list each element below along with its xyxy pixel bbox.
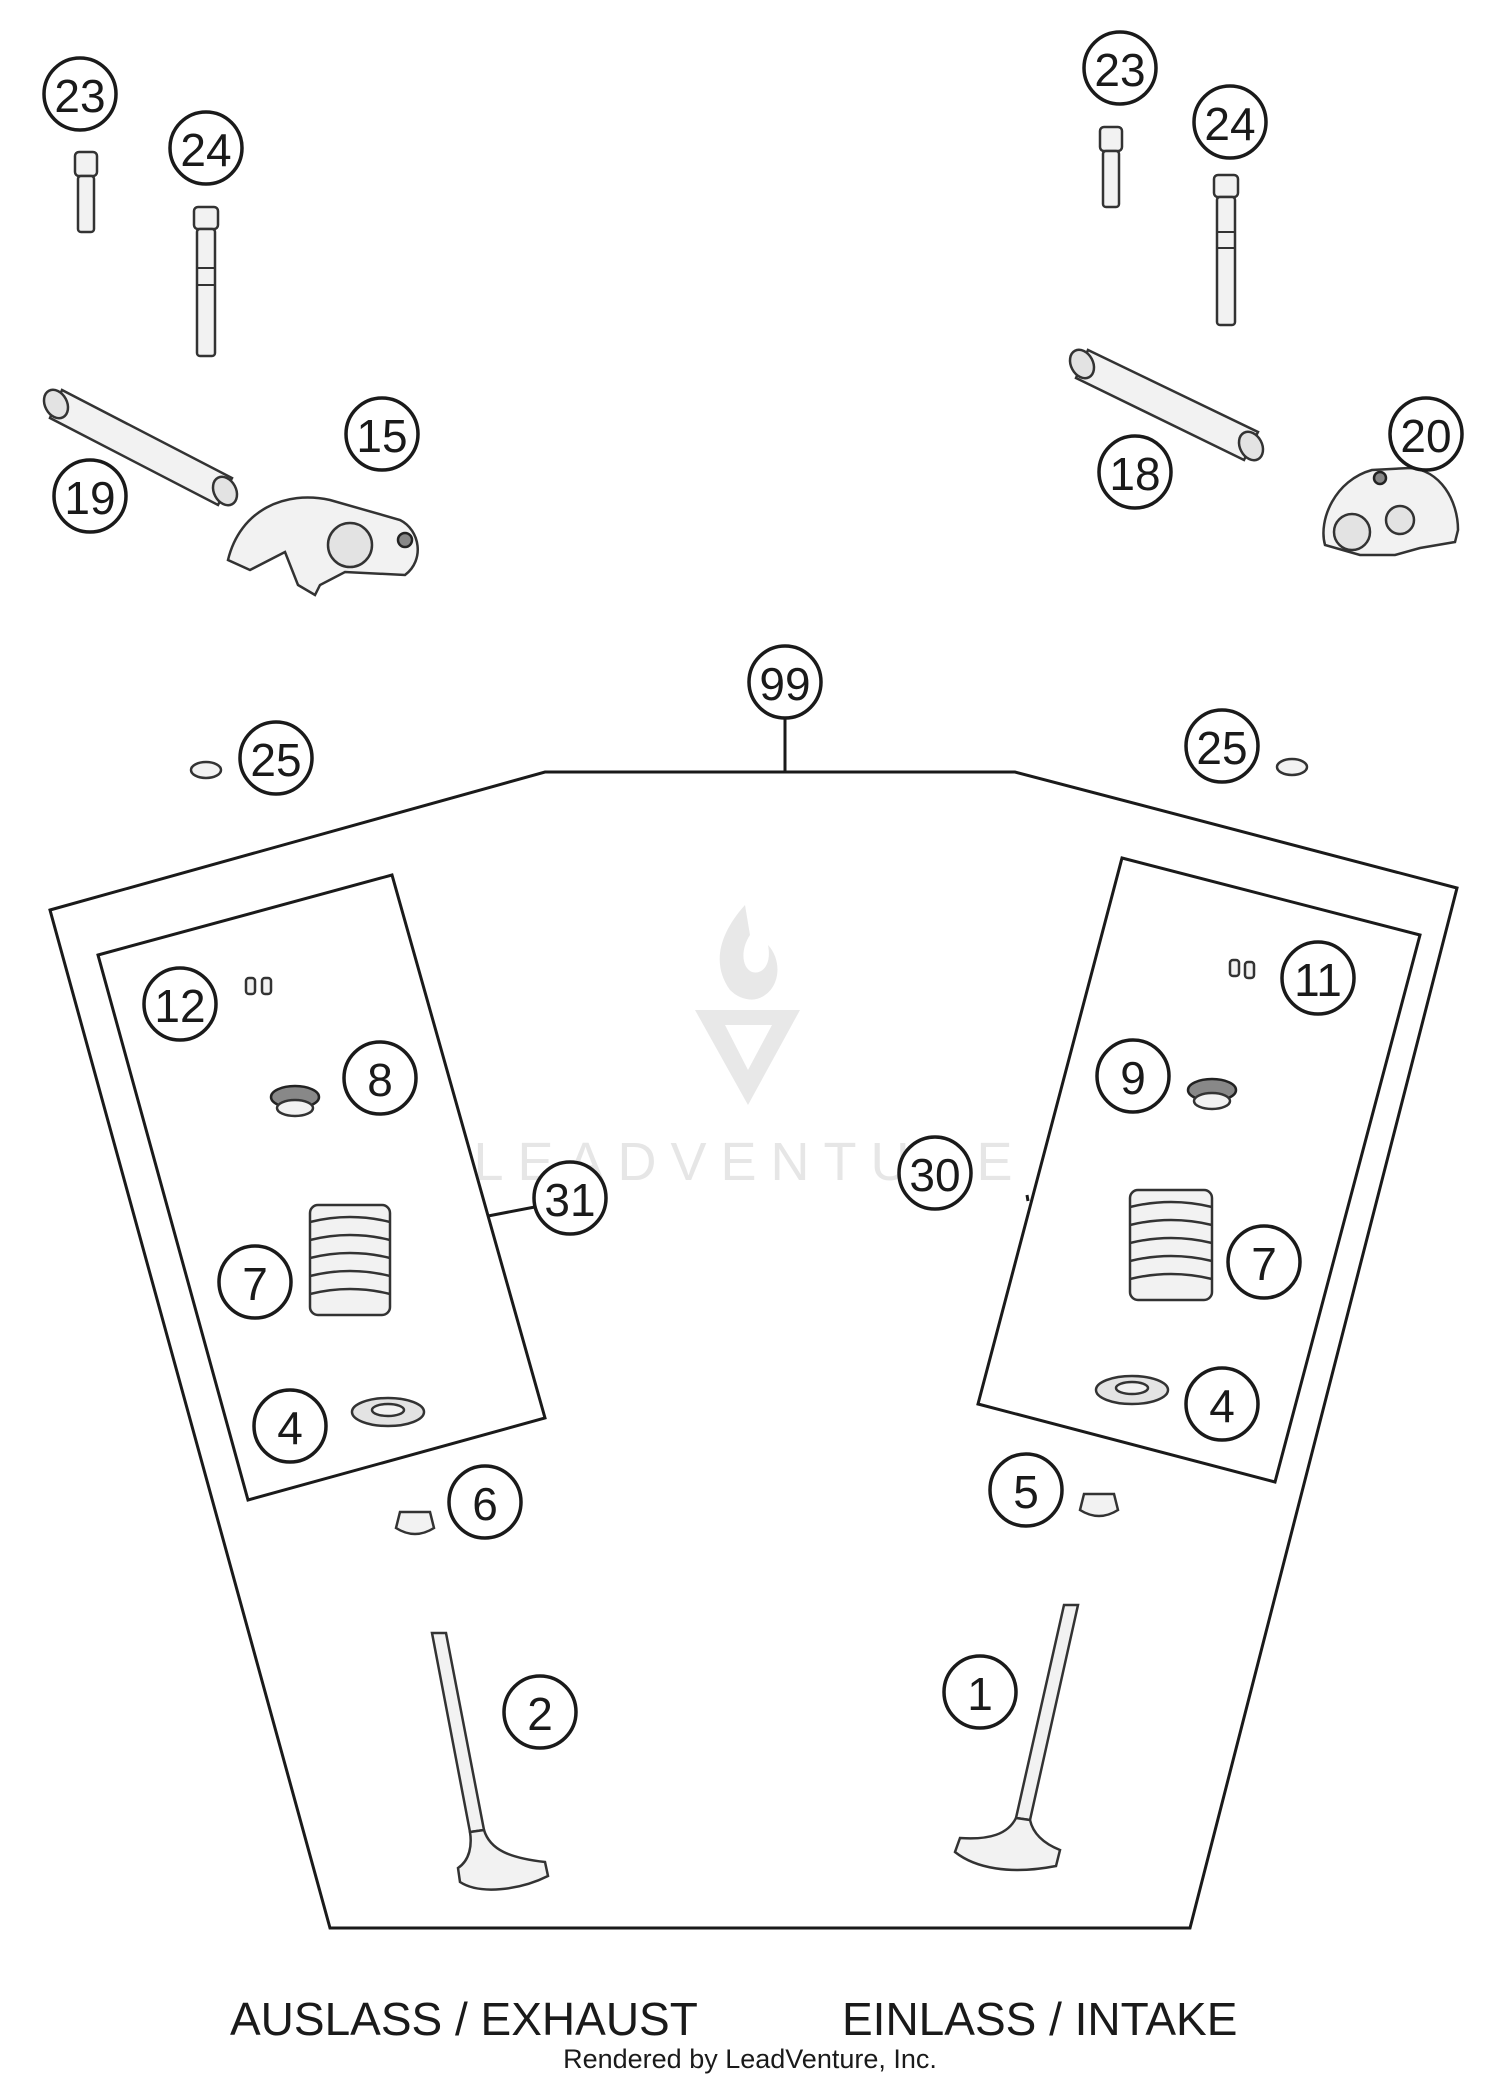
callout-label: 18	[1109, 448, 1160, 500]
callout-20: 20	[1388, 396, 1464, 472]
intake-valve-1	[953, 1603, 1080, 1872]
callout-label: 1	[967, 1668, 993, 1720]
valve-spring-7-right	[1128, 1188, 1214, 1302]
spring-seat-4-left	[350, 1396, 426, 1428]
callout-1: 1	[942, 1654, 1018, 1730]
callout-label: 23	[54, 70, 105, 122]
callout-label: 99	[759, 658, 810, 710]
callout-23-left: 23	[42, 56, 118, 132]
valve-keys-11	[1228, 958, 1256, 980]
callout-label: 24	[180, 124, 231, 176]
callout-label: 31	[544, 1174, 595, 1226]
callout-label: 11	[1294, 954, 1342, 1006]
callout-6: 6	[447, 1464, 523, 1540]
callout-12: 12	[142, 966, 218, 1042]
caption-exhaust: AUSLASS / EXHAUST	[230, 1993, 698, 2045]
callout-label: 6	[472, 1478, 498, 1530]
rocker-arm-15	[226, 496, 419, 597]
callout-label: 2	[527, 1688, 553, 1740]
valve-keys-12	[244, 976, 273, 996]
callout-30: 30	[897, 1135, 973, 1211]
valve-spring-7-left	[308, 1203, 392, 1317]
callout-7-left: 7	[217, 1244, 293, 1320]
callout-label: 9	[1120, 1052, 1146, 1104]
callout-label: 24	[1204, 98, 1255, 150]
callout-2: 2	[502, 1674, 578, 1750]
callout-24-right: 24	[1192, 84, 1268, 160]
callout-label: 25	[250, 734, 301, 786]
callout-label: 12	[154, 980, 205, 1032]
caption-intake: EINLASS / INTAKE	[842, 1993, 1237, 2045]
callout-11: 11	[1280, 940, 1356, 1016]
spring-seat-4-right	[1094, 1374, 1170, 1406]
callout-label: 5	[1013, 1466, 1039, 1518]
callout-5: 5	[988, 1452, 1064, 1528]
callout-15: 15	[344, 396, 420, 472]
kit-frame-99	[48, 770, 1459, 1930]
valve-stem-seal-6	[394, 1510, 436, 1536]
callout-99: 99	[747, 644, 823, 720]
spring-retainer-8	[269, 1084, 321, 1118]
callout-18: 18	[1097, 434, 1173, 510]
callout-label: 19	[64, 472, 115, 524]
callout-31: 31	[532, 1160, 608, 1236]
callout-label: 4	[277, 1402, 303, 1454]
spring-retainer-9	[1186, 1077, 1238, 1111]
exhaust-valve-2	[430, 1631, 550, 1891]
rocker-arm-20	[1322, 466, 1460, 557]
callout-label: 4	[1209, 1380, 1235, 1432]
callout-label: 7	[242, 1258, 268, 1310]
shim-25-right	[1275, 757, 1309, 777]
callout-label: 23	[1094, 44, 1145, 96]
rocker-shaft-18	[1068, 348, 1265, 462]
callout-8: 8	[342, 1040, 418, 1116]
shim-25-left	[189, 760, 223, 780]
bolt-23-left	[73, 150, 99, 234]
leader-30	[1025, 1194, 1030, 1202]
exhaust-kit-frame-31	[96, 873, 547, 1502]
rocker-shaft-19	[42, 388, 239, 507]
callout-label: 20	[1400, 410, 1451, 462]
callout-23-right: 23	[1082, 30, 1158, 106]
leader-31	[487, 1204, 541, 1218]
bolt-24-left	[192, 205, 220, 358]
callout-24-left: 24	[168, 110, 244, 186]
callout-label: 25	[1196, 722, 1247, 774]
valve-stem-seal-5	[1078, 1492, 1120, 1518]
callout-label: 7	[1251, 1238, 1277, 1290]
callout-7-right: 7	[1226, 1224, 1302, 1300]
render-credit: Rendered by LeadVenture, Inc.	[563, 2044, 937, 2074]
bolt-23-right	[1098, 125, 1124, 209]
callout-4-right: 4	[1184, 1366, 1260, 1442]
intake-kit-frame-30	[976, 856, 1422, 1484]
callout-4-left: 4	[252, 1388, 328, 1464]
callout-label: 15	[356, 410, 407, 462]
callout-25-left: 25	[238, 720, 314, 796]
callout-9: 9	[1095, 1038, 1171, 1114]
callout-label: 30	[909, 1149, 960, 1201]
callout-25-right: 25	[1184, 708, 1260, 784]
bolt-24-right	[1212, 173, 1240, 327]
callout-label: 8	[367, 1054, 393, 1106]
callout-19: 19	[52, 458, 128, 534]
